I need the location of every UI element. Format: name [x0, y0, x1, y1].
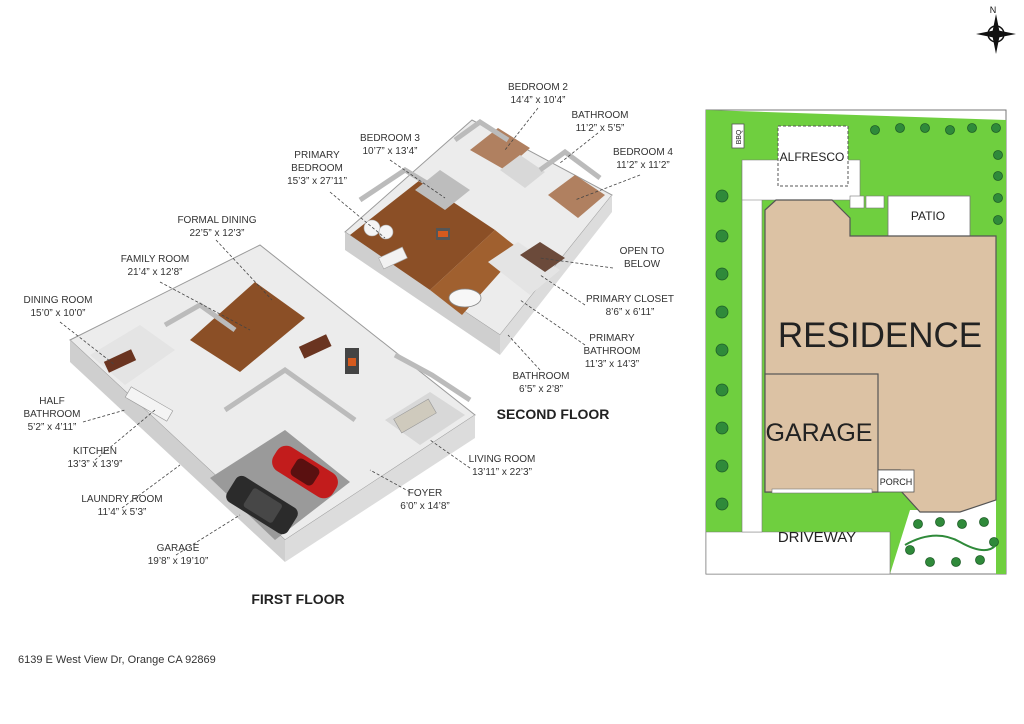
second-floor-model [344, 118, 613, 355]
formal-dining-dim: 22’5” x 12’3” [189, 228, 244, 239]
primary-bedroom-label-1: PRIMARY [294, 150, 340, 161]
primary-bedroom-floor [350, 180, 495, 290]
site-plan: RESIDENCE GARAGE PORCH DRIVEWAY PATIO AL… [705, 109, 1007, 575]
side-walkway [741, 164, 763, 533]
bedroom4-dim: 11’2” x 11’2” [616, 160, 670, 171]
dining-room-dim: 15’0” x 10’0” [30, 308, 85, 319]
garage-site-label: GARAGE [766, 419, 873, 447]
primary-bath-floor [488, 242, 560, 295]
bbq-box [731, 123, 745, 149]
patio-slab [887, 195, 971, 237]
garage-floor [210, 430, 350, 540]
trees [715, 123, 1003, 567]
driveway-label: DRIVEWAY [778, 529, 856, 546]
living-room-label: LIVING ROOM [469, 454, 536, 465]
primary-bedroom-dim: 15’3” x 27’11” [287, 176, 347, 187]
family-room-floor [190, 282, 305, 372]
foyer-dim: 6’0” x 14’8” [400, 501, 449, 512]
bbq-label: BBQ [736, 129, 743, 144]
red-car [272, 445, 338, 499]
porch-box [877, 469, 915, 493]
bedroom3-label: BEDROOM 3 [360, 133, 420, 144]
room-labels: BEDROOM 2 14’4” x 10’4” BATHROOM 11’2” x… [23, 82, 674, 607]
bedroom2-label: BEDROOM 2 [508, 82, 568, 93]
foyer-label: FOYER [408, 488, 442, 499]
laundry-room-dim: 11’4” x 5’3” [98, 507, 147, 518]
open-to-below-label-2: BELOW [624, 259, 661, 270]
first-floor-title: FIRST FLOOR [251, 591, 344, 607]
black-suv [226, 475, 298, 535]
bedroom4-floor [548, 175, 605, 218]
pad-1 [849, 195, 865, 209]
bedroom2-dim: 14’4” x 10’4” [510, 95, 565, 106]
half-bathroom-dim: 5’2” x 4’11” [28, 422, 77, 433]
kitchen-label: KITCHEN [73, 446, 117, 457]
half-bathroom-label-1: HALF [39, 396, 65, 407]
garage-footprint [764, 373, 879, 493]
bedroom4-label: BEDROOM 4 [613, 147, 673, 158]
driveway-area [705, 531, 891, 575]
garage-door [771, 488, 873, 494]
north-label: N [990, 5, 997, 15]
dining-room-label: DINING ROOM [24, 295, 93, 306]
north-arrow-icon: N [976, 5, 1016, 54]
bathroom-small-label: BATHROOM [512, 371, 569, 382]
leader-lines [59, 107, 641, 556]
half-bathroom-label-2: BATHROOM [23, 409, 80, 420]
primary-closet-dim: 8’6” x 6’11” [606, 307, 655, 318]
second-floor-title: SECOND FLOOR [497, 406, 610, 422]
pad-2 [865, 195, 885, 209]
kitchen-dim: 13’3” x 13’9” [67, 459, 122, 470]
open-to-below-label-1: OPEN TO [620, 246, 665, 257]
primary-bathroom-dim: 11’3” x 14’3” [585, 359, 639, 370]
bathroom-upper-dim: 11’2” x 5’5” [576, 123, 625, 134]
family-room-label: FAMILY ROOM [121, 254, 190, 265]
alfresco-slab [777, 125, 849, 187]
bedroom3-floor [415, 170, 470, 210]
bathroom-upper-label: BATHROOM [571, 110, 628, 121]
patio-label: PATIO [911, 209, 945, 223]
property-address: 6139 E West View Dr, Orange CA 92869 [18, 654, 216, 666]
primary-closet-label: PRIMARY CLOSET [586, 294, 674, 305]
primary-bathroom-label-1: PRIMARY [589, 333, 635, 344]
closet-floor [520, 242, 565, 272]
family-room-dim: 21’4” x 12’8” [127, 267, 182, 278]
porch-label: PORCH [880, 477, 913, 487]
bedroom3-dim: 10’7” x 13’4” [362, 146, 417, 157]
primary-bathroom-label-2: BATHROOM [583, 346, 640, 357]
garage-dim: 19’8” x 19’10” [148, 556, 209, 567]
living-room-dim: 13’11” x 22’3” [472, 467, 532, 478]
laundry-room-label: LAUNDRY ROOM [81, 494, 162, 505]
formal-dining-label: FORMAL DINING [177, 215, 256, 226]
primary-bedroom-label-2: BEDROOM [291, 163, 343, 174]
alfresco-label: ALFRESCO [780, 150, 845, 164]
first-floor-model [69, 244, 476, 562]
residence-label: RESIDENCE [778, 316, 982, 355]
upper-bath-floor [500, 155, 545, 188]
bathroom-small-dim: 6’5” x 2’8” [519, 384, 563, 395]
garage-label: GARAGE [157, 543, 200, 554]
garden-path [904, 534, 996, 552]
